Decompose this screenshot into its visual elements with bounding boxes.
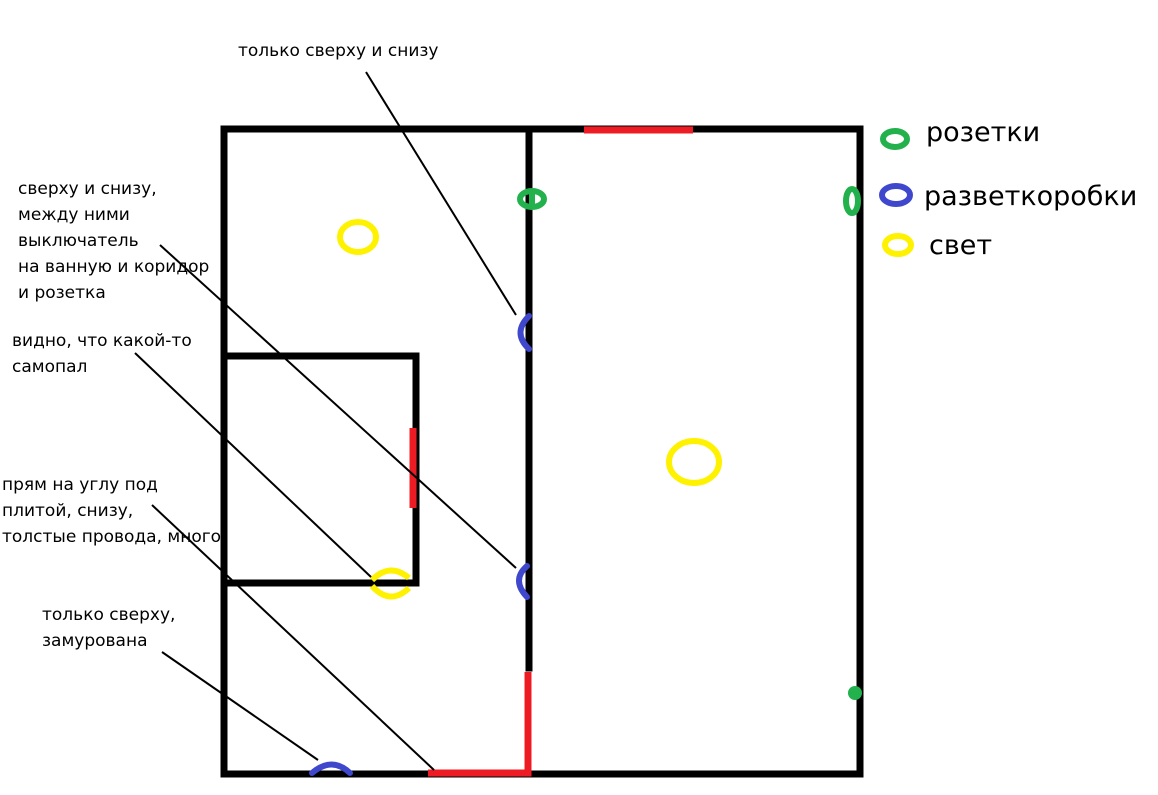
bathroom-wall <box>224 352 420 587</box>
lights <box>337 219 722 600</box>
note-top-bottom-switch: сверху и снизу, между ними выключатель н… <box>18 179 215 303</box>
leader-line <box>134 352 372 578</box>
note-homemade: видно, что какой-то самопал <box>12 331 197 377</box>
light-icon <box>337 219 379 255</box>
note-top-only-walled: только сверху, замурована <box>42 605 181 651</box>
outlet-icon <box>848 686 862 700</box>
openings <box>409 126 693 777</box>
light-icon <box>666 438 722 486</box>
junction-box-icon <box>516 563 530 600</box>
legend-label-outlets: розетки <box>926 117 1040 148</box>
walls <box>220 125 864 778</box>
entrance-door <box>428 672 532 777</box>
leader-line <box>161 651 319 761</box>
leader-lines <box>134 71 517 771</box>
legend-label-junction-boxes: разветкоробки <box>924 181 1137 212</box>
light-icon <box>369 567 412 600</box>
outlets <box>517 186 861 216</box>
leader-line <box>365 71 517 316</box>
junction-box-icon <box>309 761 353 776</box>
junction-boxes <box>309 313 532 776</box>
legend-label-light: свет <box>929 230 992 261</box>
note-corner-under-stove: прям на углу под плитой, снизу, толстые … <box>2 475 221 547</box>
note-top-and-bottom-only: только сверху и снизу <box>238 41 438 61</box>
leader-line <box>151 504 435 771</box>
junction-box-legend-icon <box>879 183 913 207</box>
outlet-legend-icon <box>880 128 910 150</box>
outer-wall <box>220 125 864 778</box>
legend: розетки разветкоробки свет <box>879 117 1137 261</box>
outlet-icon <box>843 186 861 216</box>
junction-box-icon <box>517 313 532 352</box>
light-legend-icon <box>882 233 914 257</box>
leader-line <box>159 244 517 569</box>
